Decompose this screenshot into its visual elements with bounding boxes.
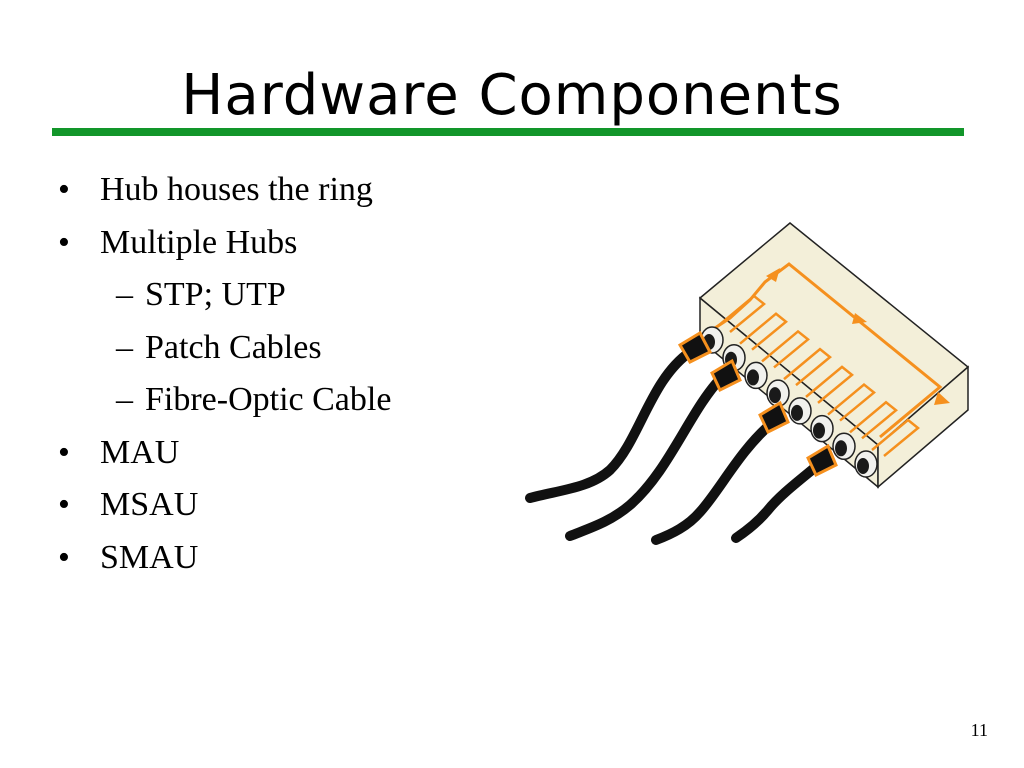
- bullet-text: MAU: [100, 433, 180, 471]
- ring-hub-icon: [525, 222, 970, 545]
- ring-zigzag-segment: [739, 312, 788, 351]
- bullet-marker: •: [58, 538, 70, 576]
- bullet-marker: •: [58, 171, 70, 208]
- sub-bullet-marker: –: [116, 381, 133, 418]
- sub-bullet-item: –STP; UTP: [58, 271, 498, 324]
- page-number: 11: [970, 720, 988, 740]
- ring-zigzag-segment: [849, 400, 898, 440]
- cable-1: [525, 347, 695, 503]
- bullet-item: • Hub houses the ring: [58, 166, 498, 219]
- ring-zigzag: [717, 294, 920, 457]
- bullet-item: • Multiple Hubs: [58, 219, 498, 272]
- cable-4: [731, 460, 823, 543]
- bullet-text: Hub houses the ring: [100, 171, 373, 208]
- port-hole: [747, 369, 759, 386]
- slide-title: Hardware Components: [181, 63, 843, 128]
- sub-bullet-text: Fibre-Optic Cable: [145, 381, 392, 418]
- cable-2: [565, 372, 727, 541]
- ring-zigzag-segment: [827, 382, 876, 422]
- bullet-item: • MSAU: [58, 481, 498, 534]
- ring-zigzag-segment: [871, 418, 920, 457]
- sub-bullet-item: –Fibre-Optic Cable: [58, 376, 498, 429]
- bullet-text: MSAU: [100, 486, 199, 523]
- bullet-text: Multiple Hubs: [100, 223, 298, 261]
- cable-connectors: [677, 330, 838, 478]
- sub-bullet-text: Patch Cables: [145, 328, 322, 366]
- connector-4: [806, 443, 838, 478]
- bullet-list: •Hub houses the ring •Multiple Hubs –STP…: [58, 166, 498, 586]
- ring-arrow-left: [934, 392, 950, 405]
- sub-bullet-marker: –: [116, 276, 133, 313]
- ring-zigzag-segment: [783, 347, 832, 387]
- bullet-item: • SMAU: [58, 534, 498, 587]
- connector-1: [677, 330, 713, 364]
- bullet-marker: •: [58, 486, 70, 523]
- cable-3: [651, 418, 777, 545]
- bullet-marker: •: [58, 433, 70, 471]
- ring-zigzag-segment: [761, 329, 810, 369]
- ring-arrow-up: [766, 268, 780, 282]
- ring-arrow-down: [852, 313, 867, 324]
- title-underline: [52, 128, 964, 136]
- connector-2: [710, 358, 742, 393]
- sub-bullet-text: STP; UTP: [145, 276, 286, 313]
- port-hole: [835, 440, 847, 457]
- ring-zigzag-segment: [805, 365, 854, 404]
- port-hole: [769, 387, 781, 404]
- bullet-marker: •: [58, 223, 70, 261]
- port-hole: [857, 458, 869, 474]
- port-hole: [791, 404, 803, 421]
- port-hole: [813, 422, 825, 439]
- bullet-text: SMAU: [100, 538, 199, 576]
- connector-3: [758, 400, 790, 435]
- sub-bullet-marker: –: [116, 328, 133, 366]
- sub-bullet-item: –Patch Cables: [58, 324, 498, 377]
- ring-zigzag-segment: [717, 294, 766, 333]
- bullet-item: • MAU: [58, 429, 498, 482]
